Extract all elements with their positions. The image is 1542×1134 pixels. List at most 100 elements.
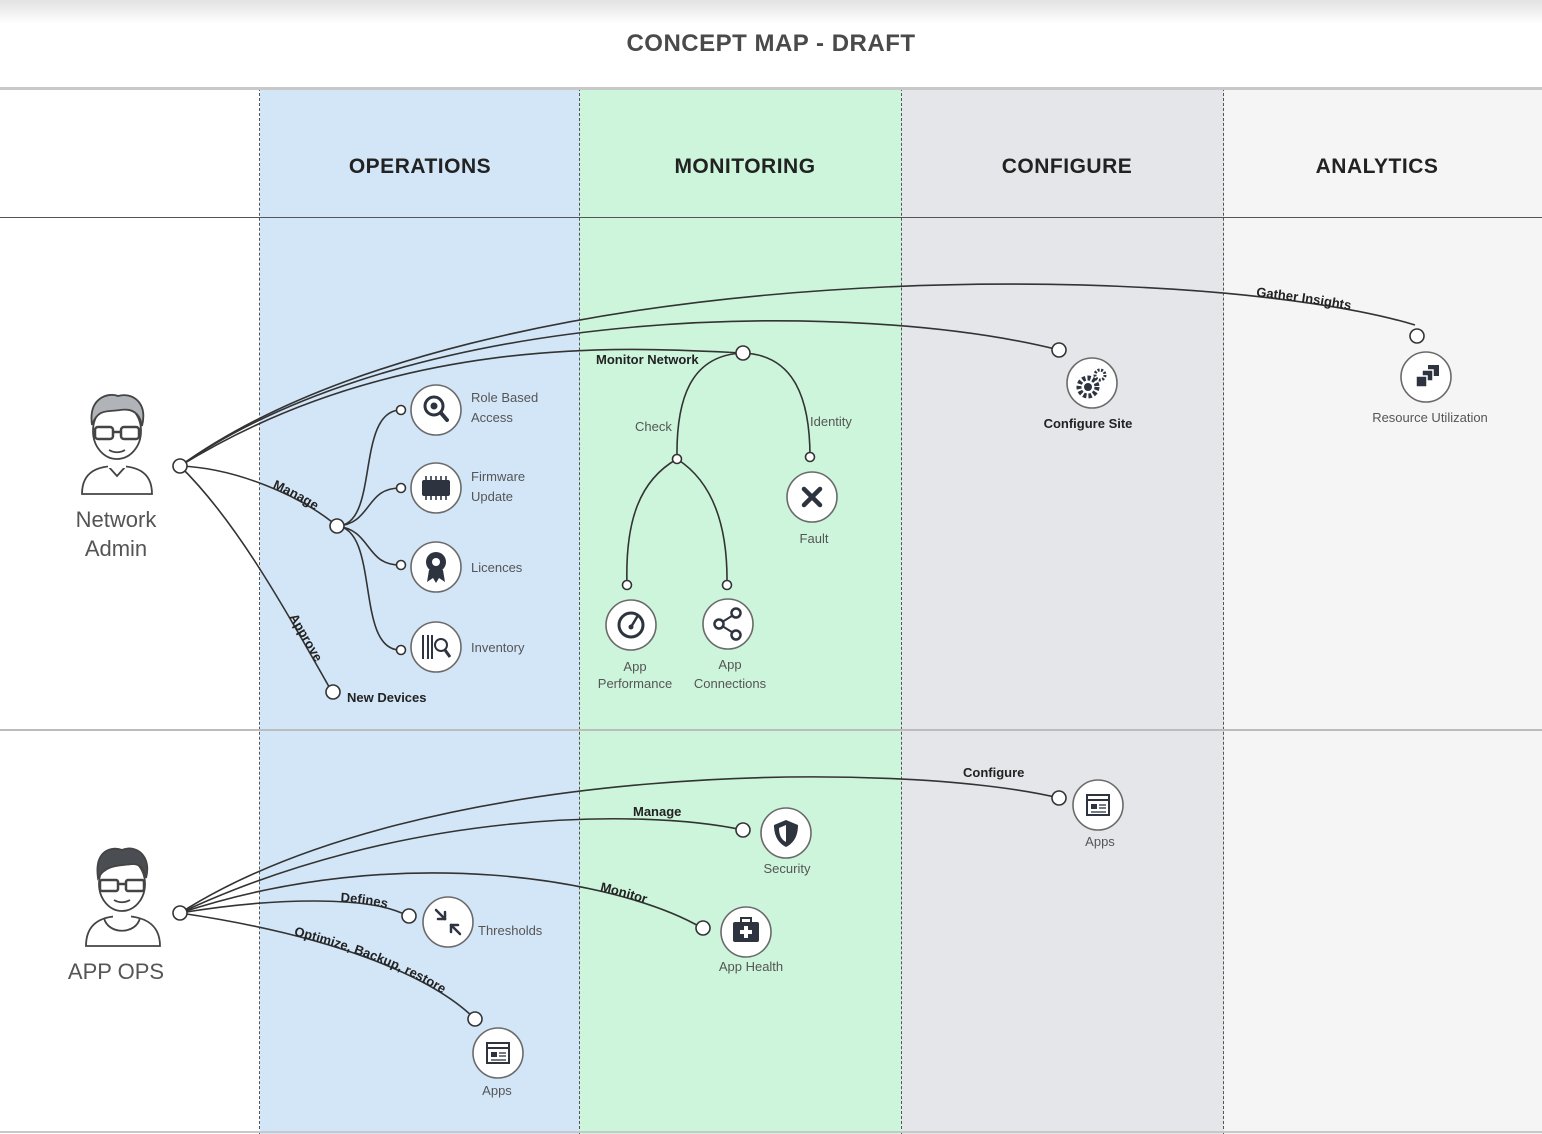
label-apps-ops: Apps xyxy=(482,1083,512,1098)
label-app-health: App Health xyxy=(719,959,783,974)
manage-junction xyxy=(329,518,345,534)
edge-configure-apps xyxy=(179,776,1060,914)
check-junction xyxy=(671,453,683,465)
chip-icon xyxy=(422,476,450,500)
search-badge-icon xyxy=(423,395,449,422)
edge-firmware-update xyxy=(336,487,401,527)
node-app-connections[interactable] xyxy=(702,598,754,650)
connector-dot xyxy=(721,579,733,591)
label-new-devices: New Devices xyxy=(347,690,427,705)
label-configure-site: Configure Site xyxy=(1044,416,1133,431)
edge-manage-security xyxy=(179,817,744,914)
label-inventory: Inventory xyxy=(471,640,525,655)
lane-operations xyxy=(260,88,580,1134)
label-firmware-update: Firmware xyxy=(471,469,525,484)
connector-dot xyxy=(735,822,751,838)
network-admin-edges xyxy=(179,283,1416,693)
edge-role-based-access xyxy=(336,409,401,527)
label-thresholds: Thresholds xyxy=(478,923,543,938)
header-bottom-rule xyxy=(0,217,1542,218)
node-thresholds[interactable] xyxy=(422,896,474,948)
share-icon xyxy=(713,607,742,641)
layers-icon xyxy=(1415,365,1439,388)
node-icons xyxy=(422,365,1439,1064)
actor-label-network-admin: Network Admin xyxy=(46,505,186,563)
compress-arrows-icon xyxy=(434,908,462,936)
edge-label-monitor: Monitor xyxy=(599,879,649,906)
edge-inventory xyxy=(336,525,401,651)
edge-label-monitor-network: Monitor Network xyxy=(596,352,699,367)
label-role-based-access: Role Based xyxy=(471,390,538,405)
bottom-rule xyxy=(0,1131,1542,1133)
app-window-icon xyxy=(486,1042,510,1064)
node-labels: Role Based Access Firmware Update Licenc… xyxy=(347,390,1488,1098)
connector-dot xyxy=(467,1011,483,1027)
node-apps-ops[interactable] xyxy=(472,1027,524,1079)
edge-label-gather-insights: Gather Insights xyxy=(1256,284,1353,312)
column-header-operations: OPERATIONS xyxy=(348,155,492,178)
node-configure-site[interactable] xyxy=(1066,357,1118,409)
connector-dot xyxy=(1051,342,1067,358)
label-fault: Fault xyxy=(800,531,829,546)
connector-dot xyxy=(804,451,816,463)
label-licences: Licences xyxy=(471,560,523,575)
edge-gather-insights xyxy=(179,283,1416,467)
label-security: Security xyxy=(764,861,811,876)
edge-configure-site xyxy=(179,320,1060,467)
connector-dot xyxy=(621,579,633,591)
shield-icon xyxy=(774,820,798,847)
edge-monitor-network xyxy=(179,348,744,467)
edge-label-approve: Approve xyxy=(286,611,325,664)
app-ops-anchor xyxy=(172,905,188,921)
gears-icon xyxy=(1076,368,1107,399)
edge-label-configure: Configure xyxy=(963,765,1024,780)
actor-label-app-ops: APP OPS xyxy=(67,959,165,984)
edge-label-manage: Manage xyxy=(271,477,322,513)
lane-divider xyxy=(901,88,902,1134)
certificate-icon xyxy=(426,552,446,583)
connector-dots xyxy=(172,328,1425,1027)
label-apps-configure: Apps xyxy=(1085,834,1115,849)
edge-app-connections xyxy=(676,458,728,586)
barcode-icon xyxy=(422,635,452,659)
connector-dot xyxy=(1051,790,1067,806)
label-resource-utilization: Resource Utilization xyxy=(1372,410,1488,425)
column-header-monitoring: MONITORING xyxy=(674,155,816,178)
node-apps-configure[interactable] xyxy=(1072,779,1124,831)
gauge-icon xyxy=(617,611,645,639)
column-header-configure: CONFIGURE xyxy=(1001,155,1133,178)
connector-dot xyxy=(395,482,407,494)
edge-label-defines: Defines xyxy=(340,890,389,911)
page-title: CONCEPT MAP - DRAFT xyxy=(626,30,916,57)
top-shade xyxy=(0,0,1542,24)
connector-dot xyxy=(695,920,711,936)
edge-licences xyxy=(336,525,401,566)
node-circles xyxy=(410,351,1452,1079)
app-window-icon xyxy=(1086,794,1110,816)
actor-label-line: Network xyxy=(75,507,157,532)
node-role-based-access[interactable] xyxy=(410,384,462,436)
medical-kit-icon xyxy=(733,917,759,942)
edge-label-identity: Identity xyxy=(810,414,852,429)
close-icon xyxy=(801,486,823,508)
network-admin-anchor xyxy=(172,458,188,474)
edge-check xyxy=(676,352,744,460)
label-firmware-update: Update xyxy=(471,489,513,504)
connector-dot xyxy=(1409,328,1425,344)
edge-label-check: Check xyxy=(635,419,672,434)
edge-app-performance xyxy=(626,458,678,586)
actor-label-line: Admin xyxy=(84,536,148,561)
lane-configure xyxy=(902,88,1224,1134)
label-app-connections: App xyxy=(718,657,741,672)
column-header-analytics: ANALYTICS xyxy=(1315,155,1439,178)
app-ops-avatar xyxy=(85,847,161,947)
new-devices-dot[interactable] xyxy=(325,684,341,700)
monitor-network-junction xyxy=(735,345,751,361)
label-app-performance: App xyxy=(623,659,646,674)
label-app-performance: Performance xyxy=(598,676,672,691)
header-top-rule xyxy=(0,87,1542,90)
lane-divider xyxy=(579,88,580,1134)
connector-dot xyxy=(401,908,417,924)
